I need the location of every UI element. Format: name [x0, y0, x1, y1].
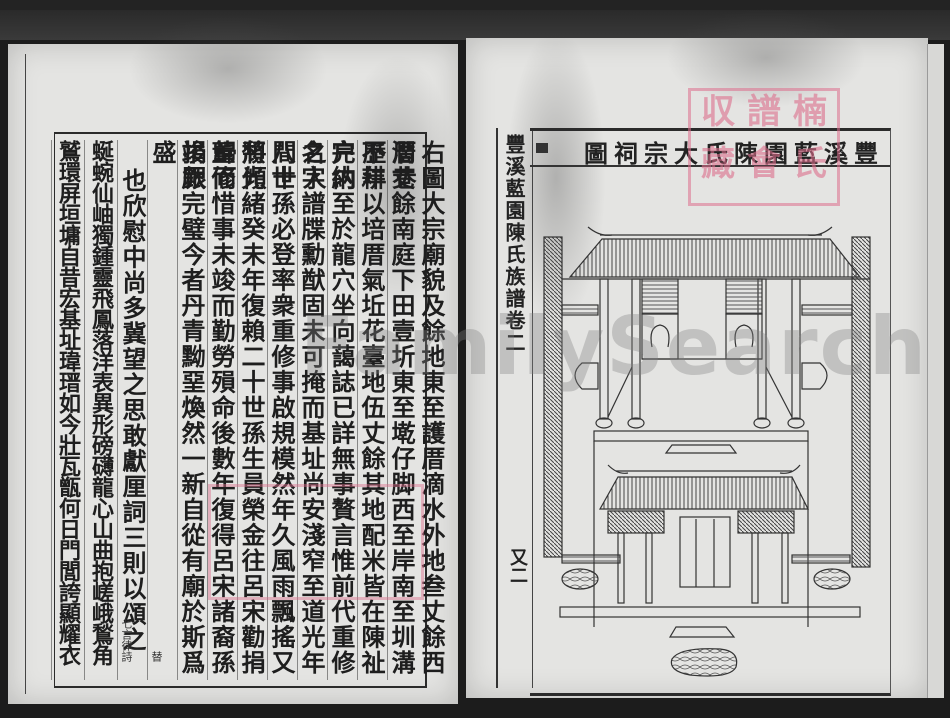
illustration-frame: 豐溪藍園陳氏大宗祠圖	[530, 128, 891, 696]
text-column: 濶丈餘南庭下田壹圻東至墘仔脚西至岸南至圳溝歷年	[357, 140, 416, 680]
text-column: 名字譜牒勳猷固未可掩而基址尚安淺窄至道光年間十	[267, 140, 326, 680]
text-column: 董修惜事未竣而勤勞殞命後數年復得呂宋諸裔孫捐銀	[177, 140, 236, 680]
right-page: 豐溪藍園陳氏族譜卷二 又二 豐溪藍園陳氏大宗祠圖	[466, 8, 944, 698]
text-column: 完納至於龍穴坐向藹誌已詳無事贅言惟前代重修之人	[297, 140, 356, 680]
side-column: 豐溪藍園陳氏族譜卷二 又二	[496, 128, 533, 688]
left-page: 右圖大宗廟貌及餘地東至護厝滴水外地叁丈餘西厝巷 濶丈餘南庭下田壹圻東至墘仔脚西至…	[8, 14, 458, 704]
watermark: FamilySearch	[300, 300, 928, 393]
text-column: 右圖大宗廟貌及餘地東至護厝滴水外地叁丈餘西厝巷	[387, 140, 446, 680]
poem-column: 鷲環屏垣墉自昔宏基址瑋瑨如今壯瓦甑何日門閭誇顯耀衣	[51, 140, 84, 680]
ancestral-hall-illustration	[543, 226, 871, 677]
text-column: 頹光緒癸未年復賴二十世孫生員榮金往呂宋勸捐歸而	[207, 140, 266, 680]
poem-column: 蜒蜿仙岫獨鍾靈飛鳳落洋表異形磅礴龍心山曲抱嵯峨鶖角	[84, 140, 117, 680]
red-seal-stamp	[208, 484, 424, 600]
text-columns: 右圖大宗廟貌及餘地東至護厝滴水外地叁丈餘西厝巷 濶丈餘南庭下田壹圻東至墘仔脚西至…	[51, 140, 446, 680]
book-title-side: 豐溪藍園陳氏族譜卷二	[502, 134, 526, 354]
illustration-title: 豐溪藍園陳氏大宗祠圖	[584, 139, 884, 168]
scanner-border-top	[0, 0, 950, 40]
text-column: 竣厥完璧今者丹青黝堊煥然一新自從有廟於斯爲盛替	[147, 140, 206, 680]
text-column: 八世孫必登率衆重修事啟規模然年久風雨飄搖又將傾	[237, 140, 296, 680]
text-column: 不耕以培厝氣坵花臺地伍丈餘其地配米皆在陳祉户内	[327, 140, 386, 680]
text-column: 也欣慰中尚多冀望之思敢獻厘詞三則以頌之七言律詩	[117, 140, 147, 680]
left-text-frame: 右圖大宗廟貌及餘地東至護厝滴水外地叁丈餘西厝巷 濶丈餘南庭下田壹圻東至墘仔脚西至…	[25, 54, 446, 694]
title-marker-icon	[536, 143, 548, 153]
red-seal-stamp: 収譜楠藏會氏	[688, 88, 840, 206]
illustration-title-bar: 豐溪藍園陳氏大宗祠圖	[530, 131, 890, 168]
page-number: 又二	[507, 548, 528, 584]
